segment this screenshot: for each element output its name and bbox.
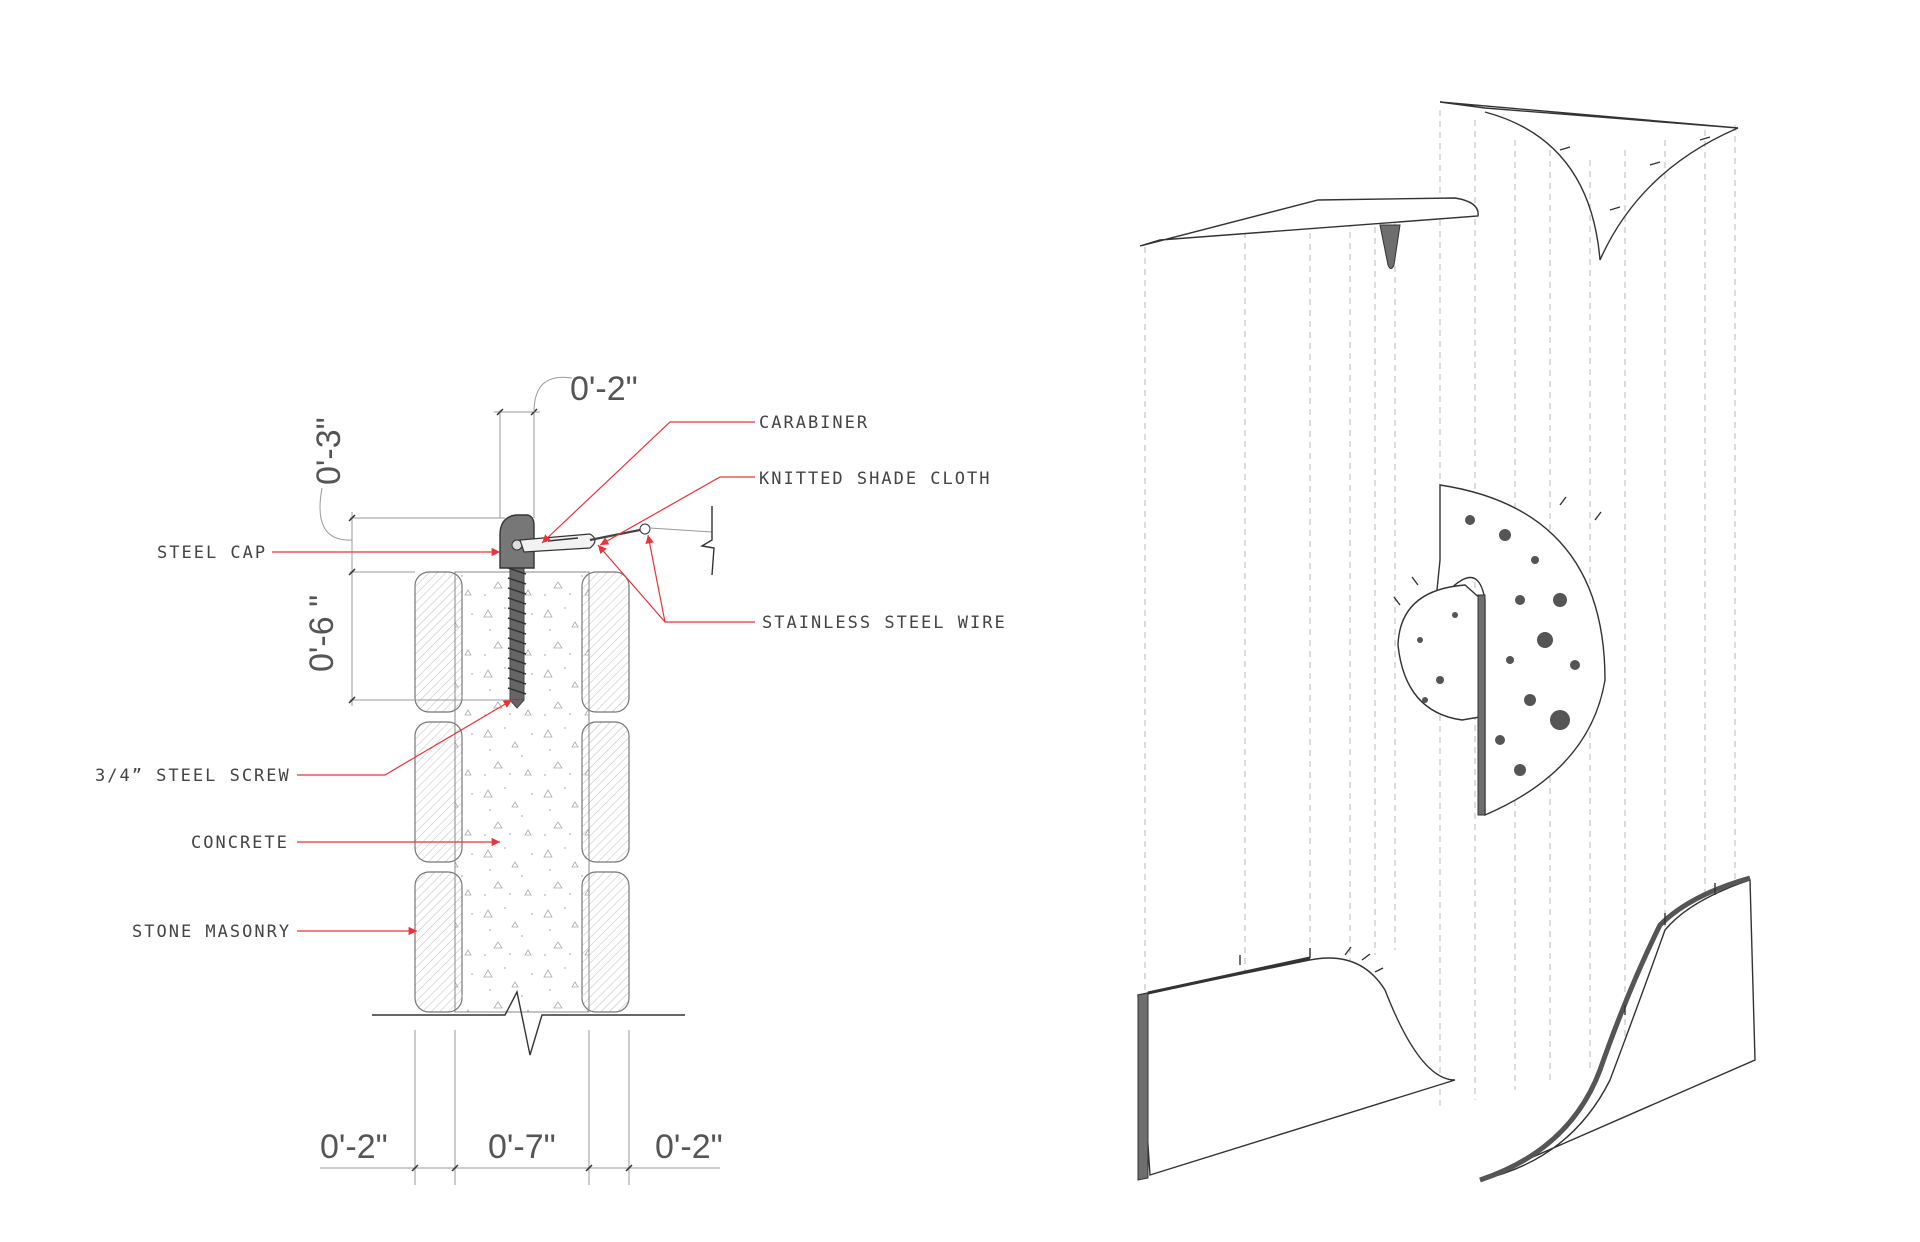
callout-steel-cap: STEEL CAP	[157, 543, 267, 563]
exploded-axonometric	[1137, 101, 1756, 1183]
cap-height-label: 0'-3"	[310, 417, 348, 485]
bottom-left-wall-panel	[1137, 946, 1456, 1181]
top-right-canopy-panel	[1439, 101, 1739, 261]
wall-section-detail: 0'-2" 0'-3" 0'-6 " 0'-2" 0'-7" 0'-2"	[95, 370, 1007, 1185]
cap-width-dimension: 0'-2"	[494, 370, 638, 518]
perforations	[1417, 515, 1580, 776]
right-masonry-width-label: 0'-2"	[655, 1128, 723, 1166]
callout-carabiner: CARABINER	[759, 413, 869, 433]
vertical-dimensions: 0'-3" 0'-6 "	[303, 417, 510, 706]
stone-masonry-blocks	[414, 571, 630, 1013]
screw-depth-label: 0'-6 "	[303, 595, 341, 672]
left-masonry-width-label: 0'-2"	[320, 1128, 388, 1166]
callout-concrete: CONCRETE	[191, 833, 289, 853]
width-dimensions: 0'-2" 0'-7" 0'-2"	[320, 1030, 723, 1185]
middle-perforated-shell	[1393, 484, 1606, 817]
ground-line	[372, 989, 685, 1056]
cap-width-label: 0'-2"	[570, 370, 638, 408]
shade-cloth-break	[700, 506, 715, 576]
top-left-canopy-panel	[1139, 197, 1479, 269]
carabiner	[519, 533, 596, 553]
callout-steel-screw: 3/4” STEEL SCREW	[95, 766, 291, 786]
callout-stone-masonry: STONE MASONRY	[132, 922, 291, 942]
stainless-steel-wire	[589, 523, 713, 542]
bottom-right-wall-panel	[1479, 875, 1756, 1183]
callout-shade-cloth: KNITTED SHADE CLOTH	[759, 469, 991, 489]
callout-steel-wire: STAINLESS STEEL WIRE	[762, 613, 1007, 633]
steel-screw	[507, 559, 527, 709]
callout-leaders	[272, 421, 755, 936]
concrete-width-label: 0'-7"	[488, 1128, 556, 1166]
